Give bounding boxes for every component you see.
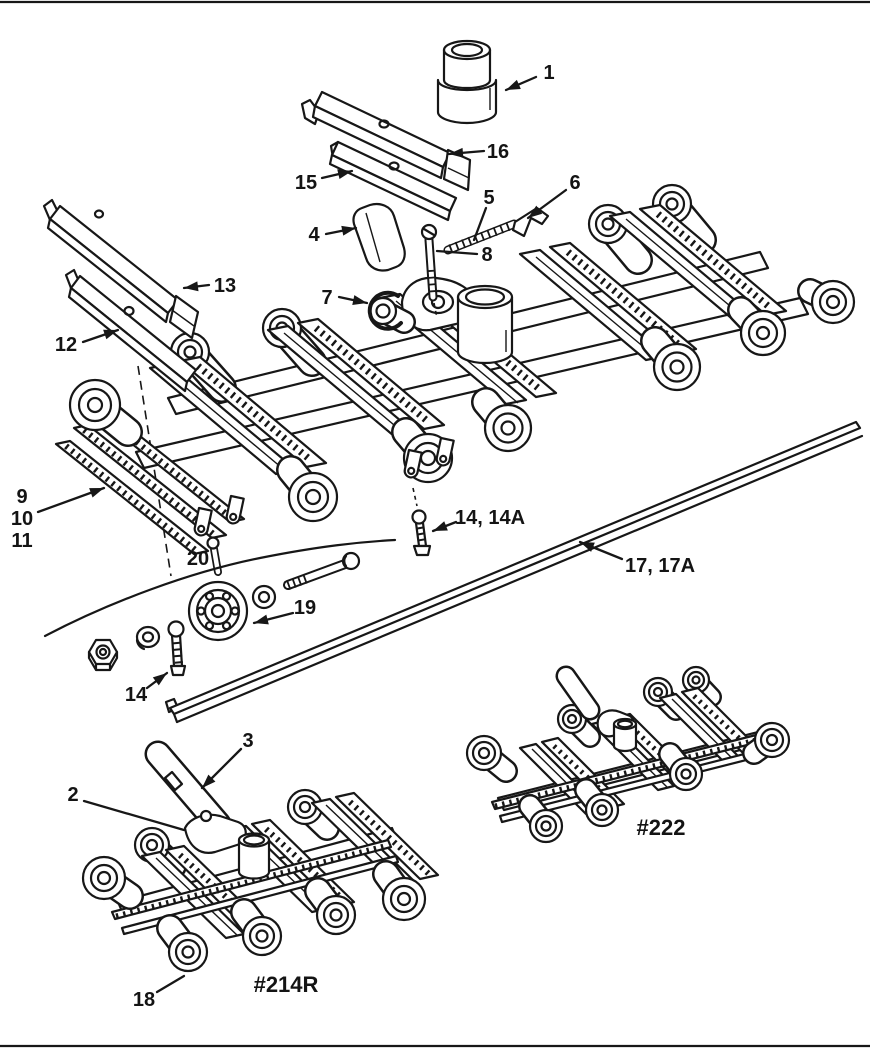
arrowhead [449,147,464,158]
arrowhead [152,673,167,686]
washer [135,625,161,651]
latch-bracket [511,206,550,238]
wheel [652,342,702,392]
hose-adapter-cylinder [436,39,498,125]
wheel [668,756,704,792]
callout-14-14a: 14, 14A [455,507,525,529]
callout-9: 9 [16,486,27,508]
axle-washer [251,584,277,610]
callout-12: 12 [55,334,77,356]
wheel [381,876,427,922]
suction-port [237,832,271,880]
suction-port [612,717,638,753]
handle-funnel [352,202,406,272]
leader-8 [435,249,479,256]
assembly-214r [81,740,438,973]
brush-rail-15 [328,140,458,222]
callout-13: 13 [214,275,236,297]
arrowhead [528,205,543,218]
wheel [315,894,357,936]
leader-2 [82,799,186,832]
callouts: 1 16 15 4 5 6 7 8 13 12 9 10 11 14, 14A … [11,62,695,1011]
flex-wave-line [43,538,397,638]
squeegee-strip [164,420,864,724]
wheel [810,279,856,325]
wheel [528,808,564,844]
brush-rail-12 [64,268,198,393]
arrowhead [202,774,216,788]
callout-19: 19 [294,597,316,619]
arrowhead [103,329,118,340]
wheel [167,931,209,973]
callout-1: 1 [543,62,554,84]
model-number-222: #222 [637,815,686,840]
wheel [241,915,283,957]
front-brush-rail [120,854,400,936]
main-exploded-assembly [42,39,864,724]
callout-18: 18 [133,989,155,1011]
arrowhead [337,169,352,180]
wheel [556,703,588,735]
callout-16: 16 [487,141,509,163]
callout-20: 20 [187,548,209,570]
callout-2: 2 [67,784,78,806]
arrowhead [89,488,104,498]
callout-8: 8 [481,244,492,266]
alignment-line [137,365,172,577]
axle-bolt [283,551,361,591]
arrowhead [184,281,199,292]
arrowhead [254,614,269,625]
arrowhead [506,79,521,90]
callout-3: 3 [242,730,253,752]
callout-6: 6 [569,172,580,194]
clamp-knob [199,809,213,823]
callout-14: 14 [125,684,148,706]
wheel [483,403,533,453]
arrowhead [580,542,595,552]
brush-hatch [494,736,761,809]
wheel [287,471,339,523]
wheel [465,734,503,772]
brush-rail-stack [56,409,244,554]
wheel [68,378,122,432]
leader-18 [155,974,186,994]
callout-4: 4 [308,224,320,246]
bumper-rail-16 [300,90,472,192]
wheel [681,665,711,695]
arrowhead [433,521,448,531]
bumper-rail-13 [42,198,200,340]
clamp-screw [420,223,438,319]
wheel [584,792,620,828]
model-number-214r: #214R [254,972,319,997]
assembly-222 [465,665,791,844]
callout-15: 15 [295,172,317,194]
wheel [739,309,787,357]
callout-17-17a: 17, 17A [625,555,695,577]
wheel [286,788,324,826]
locking-pin [443,219,519,255]
leader-5 [472,206,488,242]
callout-11: 11 [11,530,32,552]
handle-clamp [183,813,247,854]
bolt-14a [411,487,432,557]
bolt-14 [167,620,187,677]
handle-stub [555,665,601,721]
clamp-ring-part7 [367,290,416,334]
callout-10: 10 [11,508,33,530]
wheel [81,855,127,901]
callout-7: 7 [321,287,332,309]
callout-5: 5 [483,187,494,209]
wheel [753,721,791,759]
arrowhead [352,295,367,305]
roller-bearing-19 [187,580,249,642]
arrowhead [341,225,356,236]
bolt-20 [206,536,222,576]
hex-nut [87,638,119,672]
suction-port [456,284,514,365]
